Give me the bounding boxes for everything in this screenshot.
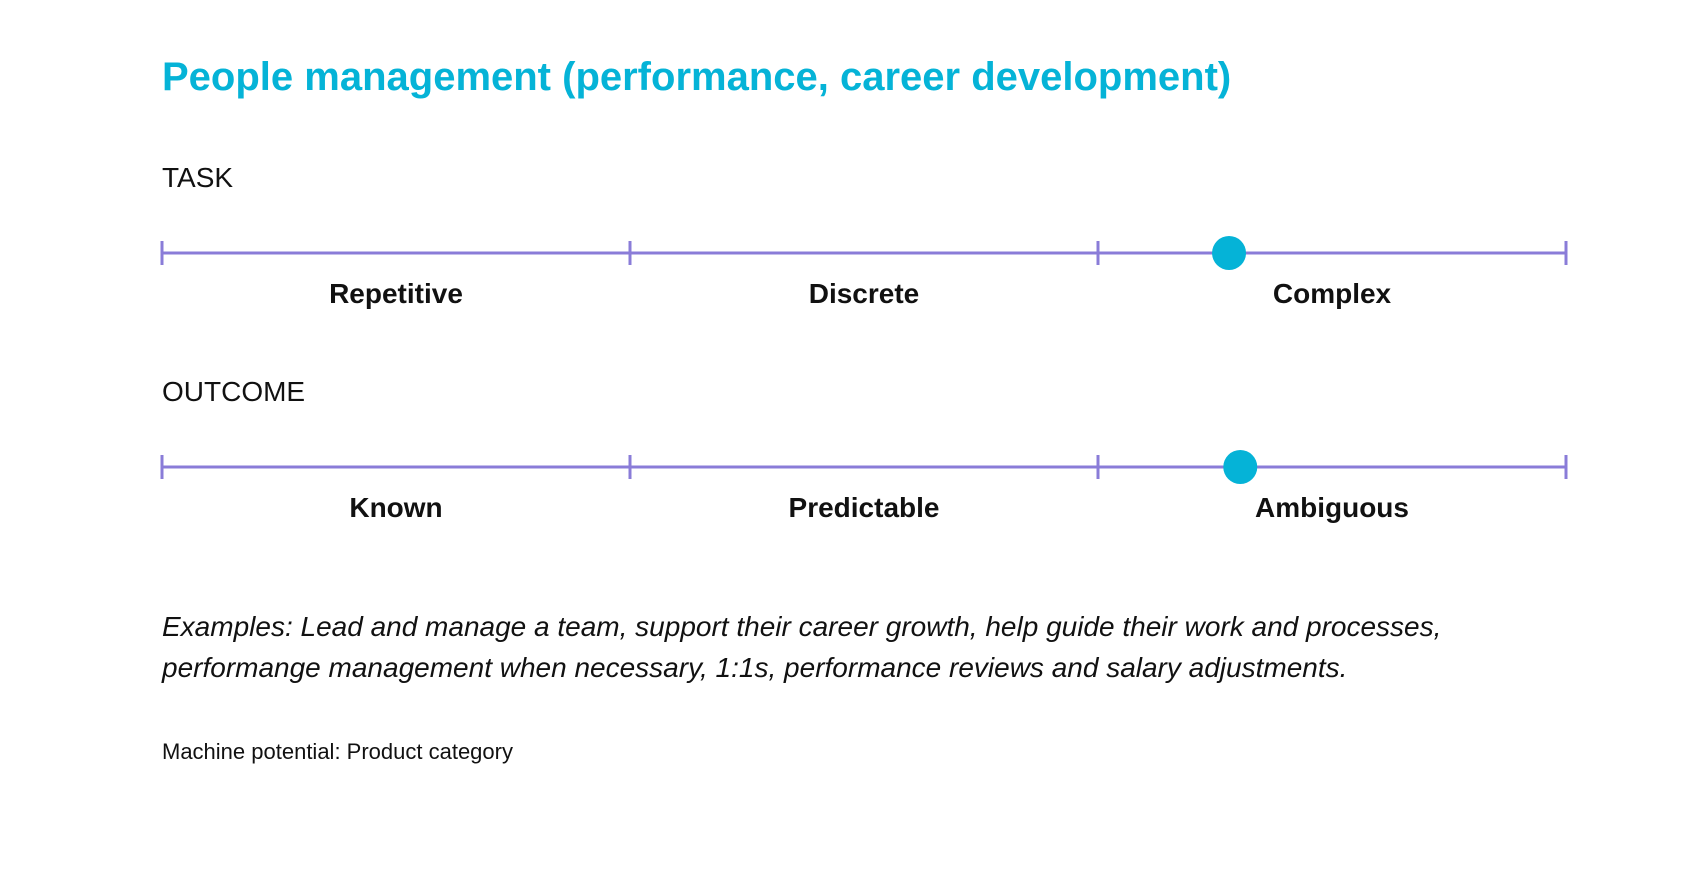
task-scale: Repetitive Discrete Complex	[0, 218, 1706, 338]
task-scale-marker	[1212, 236, 1247, 270]
outcome-scale-marker	[1223, 450, 1258, 484]
outcome-scale-label: OUTCOME	[162, 376, 306, 407]
task-scale-track	[160, 236, 1568, 270]
outcome-scale-track	[160, 450, 1568, 484]
page-title: People management (performance, career d…	[162, 55, 1232, 99]
task-segment-label-discrete: Discrete	[808, 278, 920, 309]
outcome-segment-label-ambiguous: Ambiguous	[1255, 492, 1409, 523]
task-scale-label: TASK	[162, 162, 234, 193]
machine-potential-note: Machine potential: Product category	[162, 739, 513, 764]
outcome-segment-label-known: Known	[349, 492, 443, 523]
outcome-scale: Known Predictable Ambiguous	[0, 432, 1706, 552]
examples-text: Examples: Lead and manage a team, suppor…	[162, 611, 1442, 683]
task-segment-label-repetitive: Repetitive	[329, 278, 463, 309]
task-segment-label-complex: Complex	[1272, 278, 1392, 309]
outcome-segment-label-predictable: Predictable	[788, 492, 940, 523]
